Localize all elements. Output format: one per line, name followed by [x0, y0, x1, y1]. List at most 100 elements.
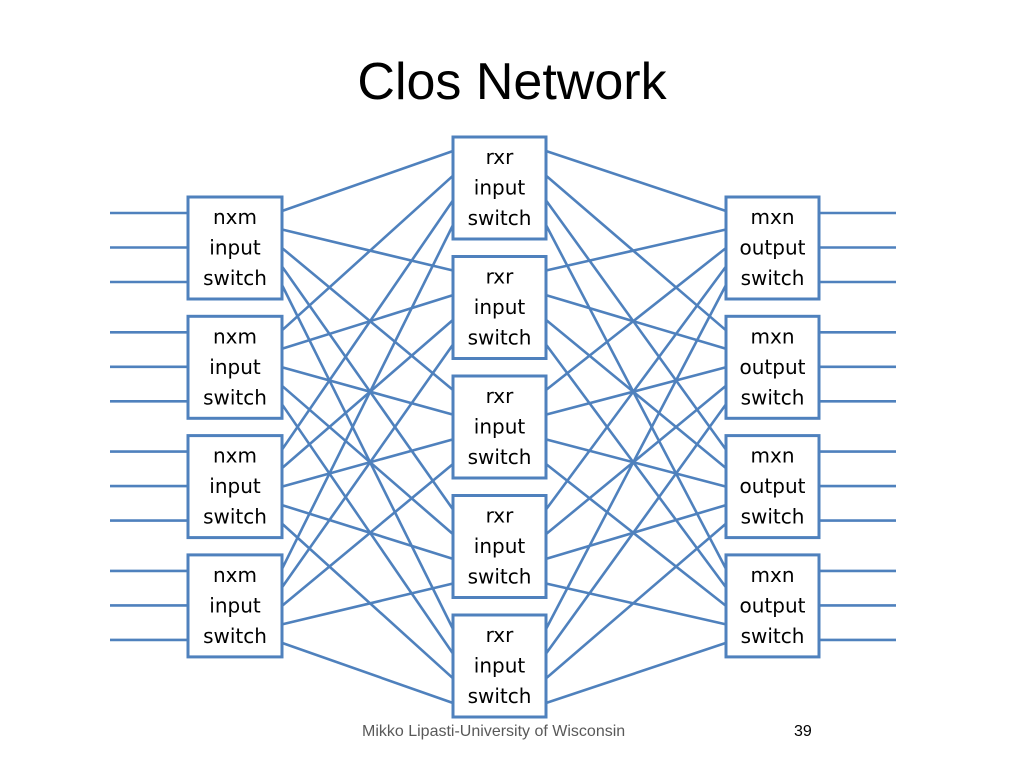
- middle-switch-1-box: [451, 135, 548, 241]
- middle-switch-3-label-line: input: [474, 415, 526, 439]
- link-input-3-middle-2: [281, 318, 454, 470]
- link-input-4-middle-2: [280, 343, 455, 589]
- input-switch-1-label-line: switch: [203, 266, 267, 290]
- input-switch-4-label-line: switch: [203, 624, 267, 648]
- link-middle-4-output-2: [545, 384, 727, 536]
- input-switch-4-box: [186, 553, 284, 659]
- link-middle-4-output-4: [545, 582, 727, 626]
- link-middle-1-output-4: [544, 224, 728, 570]
- middle-switch-2-label-line: input: [474, 295, 526, 319]
- link-middle-2-output-1: [545, 228, 727, 272]
- middle-switch-4-label-line: input: [474, 534, 526, 558]
- link-middle-4-output-1: [544, 265, 728, 511]
- middle-switch-3: rxr input switch: [451, 374, 548, 480]
- input-switch-2-label-line: nxm: [213, 324, 257, 348]
- output-switch-4-label-line: switch: [741, 624, 805, 648]
- input-switch-2: nxm input switch: [186, 314, 284, 420]
- link-input-1-middle-3: [281, 246, 454, 392]
- link-middle-3-output-2: [545, 366, 727, 416]
- middle-switch-5-label-line: rxr: [486, 623, 515, 647]
- link-middle-3-output-1: [545, 246, 727, 392]
- input-switch-2-label-line: input: [209, 355, 261, 379]
- link-middle-5-output-1: [544, 284, 728, 630]
- link-input-3-middle-1: [280, 199, 455, 451]
- link-middle-1-output-1: [545, 149, 727, 213]
- link-input-1-middle-5: [280, 284, 455, 630]
- middle-switch-2: rxr input switch: [451, 255, 548, 360]
- middle-switch-1-label-line: rxr: [486, 145, 515, 169]
- link-input-3-middle-5: [281, 522, 454, 680]
- output-switch-3: mxn output switch: [724, 434, 821, 540]
- middle-switch-3-box: [451, 374, 548, 480]
- middle-switch-2-label-line: switch: [468, 326, 532, 350]
- output-switch-1-label-line: mxn: [751, 205, 795, 229]
- output-switch-3-label-line: output: [740, 474, 806, 498]
- middle-switch-4: rxr input switch: [451, 494, 548, 599]
- middle-switch-3-label-line: switch: [468, 445, 532, 469]
- link-input-1-middle-1: [281, 149, 454, 213]
- link-middle-2-output-3: [545, 318, 727, 470]
- middle-switch-4-label-line: rxr: [486, 504, 515, 528]
- link-input-1-middle-2: [281, 228, 454, 272]
- link-input-2-middle-1: [281, 174, 454, 332]
- output-switch-4-box: [724, 553, 821, 659]
- input-switch-3-box: [186, 434, 284, 540]
- link-input-1-middle-4: [280, 265, 455, 511]
- output-switch-1-label-line: switch: [741, 266, 805, 290]
- link-input-2-middle-5: [280, 403, 455, 655]
- middle-switch-2-box: [451, 255, 548, 360]
- input-switch-3: nxm input switch: [186, 434, 284, 540]
- output-switch-1: mxn output switch: [724, 195, 821, 301]
- input-switch-4-label-line: input: [209, 593, 261, 617]
- input-switch-3-label-line: switch: [203, 505, 267, 529]
- link-input-2-middle-2: [281, 293, 454, 351]
- footer-text: Mikko Lipasti-University of Wisconsin: [362, 723, 626, 740]
- link-input-2-middle-3: [281, 366, 454, 416]
- input-switch-1-label-line: input: [209, 236, 261, 260]
- middle-switch-1-label-line: switch: [468, 206, 532, 230]
- middle-switch-3-label-line: rxr: [486, 384, 515, 408]
- middle-switch-5-label-line: input: [474, 654, 526, 678]
- middle-switch-4-label-line: switch: [468, 565, 532, 589]
- link-middle-1-output-3: [544, 199, 728, 451]
- input-switch-1-label-line: nxm: [213, 205, 257, 229]
- slide-title: Clos Network: [357, 53, 667, 111]
- middle-switch-1-label-line: input: [474, 176, 526, 200]
- link-middle-2-output-4: [544, 343, 728, 589]
- link-middle-1-output-2: [545, 174, 727, 332]
- link-input-2-middle-4: [281, 384, 454, 536]
- middle-switch-2-label-line: rxr: [486, 265, 515, 289]
- output-switch-4-label-line: output: [740, 593, 806, 617]
- output-switch-3-label-line: switch: [741, 505, 805, 529]
- link-input-4-middle-4: [281, 582, 454, 626]
- link-middle-5-output-3: [545, 522, 727, 680]
- input-switch-3-label-line: nxm: [213, 444, 257, 468]
- output-switch-2-box: [724, 314, 821, 420]
- input-switch-2-label-line: switch: [203, 385, 267, 409]
- link-input-3-middle-3: [281, 438, 454, 488]
- input-switch-1-box: [186, 195, 284, 301]
- input-switch-3-label-line: input: [209, 474, 261, 498]
- link-middle-3-output-3: [545, 438, 727, 488]
- link-middle-4-output-3: [545, 503, 727, 561]
- link-middle-3-output-4: [545, 462, 727, 607]
- link-middle-5-output-4: [545, 641, 727, 705]
- page-number: 39: [794, 723, 812, 740]
- output-switch-2-label-line: switch: [741, 385, 805, 409]
- output-switch-3-box: [724, 434, 821, 540]
- output-switch-3-label-line: mxn: [751, 444, 795, 468]
- middle-switch-1: rxr input switch: [451, 135, 548, 241]
- middle-switch-5-box: [451, 613, 548, 719]
- link-middle-5-output-2: [544, 403, 728, 655]
- middle-switch-4-box: [451, 494, 548, 599]
- link-input-4-middle-3: [281, 462, 454, 607]
- input-switch-2-box: [186, 314, 284, 420]
- output-switch-1-label-line: output: [740, 236, 806, 260]
- input-switch-1: nxm input switch: [186, 195, 284, 301]
